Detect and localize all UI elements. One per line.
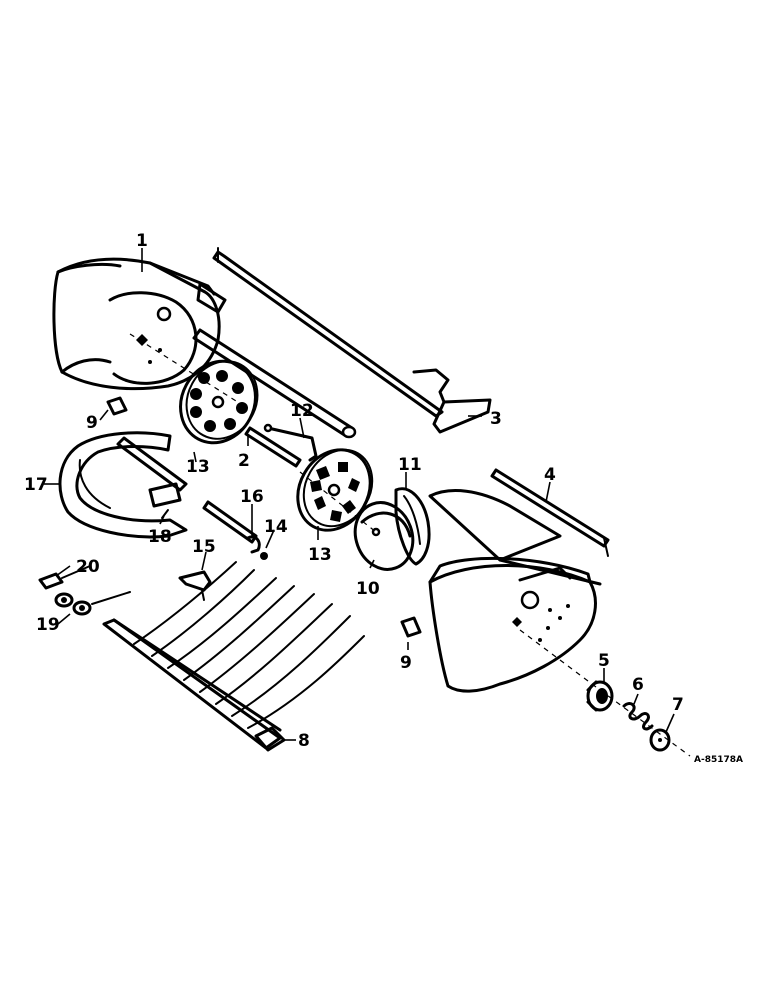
callout-3: 3: [490, 409, 502, 429]
clip-9-lower: [400, 616, 422, 638]
nut-14: [260, 552, 268, 560]
callout-12: 12: [290, 401, 314, 421]
callout-13-lower: 13: [308, 545, 332, 565]
spring-6: [622, 702, 654, 731]
callout-19: 19: [36, 615, 60, 635]
pin-16: [202, 500, 261, 554]
callout-labels: 1 2 3 4 5 6 7 8 9 9 10 11 12 13 13 14 15…: [24, 231, 684, 751]
callout-9-lower: 9: [400, 653, 412, 673]
callout-18: 18: [148, 527, 172, 547]
washer-7: [649, 728, 671, 752]
callout-15: 15: [192, 537, 216, 557]
callout-16: 16: [240, 487, 264, 507]
bearing-5: [586, 680, 614, 712]
bolt-20: [38, 565, 91, 590]
center-shaft: [192, 328, 357, 468]
assembly-centerlines: [129, 333, 691, 757]
tine-bar-assembly: [102, 561, 365, 752]
callout-20: 20: [76, 557, 100, 577]
callout-4: 4: [544, 465, 556, 485]
small-rod: [263, 423, 318, 462]
callout-1: 1: [136, 231, 148, 251]
perforated-disc-upper: [179, 359, 259, 445]
washer-19: [54, 591, 131, 616]
upper-support-bar: [212, 247, 492, 434]
callout-9-upper: 9: [86, 413, 98, 433]
callout-13-upper: 13: [186, 457, 210, 477]
callout-2: 2: [238, 451, 250, 471]
drive-belt: [58, 431, 188, 539]
figure-reference: A-85178A: [694, 755, 743, 765]
callout-6: 6: [632, 675, 644, 695]
callout-10: 10: [356, 579, 380, 599]
end-plate-11: [394, 487, 431, 566]
clip-15: [178, 570, 212, 601]
callout-17: 17: [24, 475, 48, 495]
bracket-arm: [116, 436, 188, 519]
clip-9-upper: [106, 396, 128, 416]
right-end-housing: [428, 489, 602, 693]
callout-5: 5: [598, 651, 610, 671]
callout-8: 8: [298, 731, 310, 751]
callout-7: 7: [672, 695, 684, 715]
callout-14: 14: [264, 517, 288, 537]
callout-11: 11: [398, 455, 422, 475]
leader-lines: [44, 248, 675, 741]
perforated-disc-lower: [296, 448, 374, 532]
right-rod: [490, 468, 610, 557]
